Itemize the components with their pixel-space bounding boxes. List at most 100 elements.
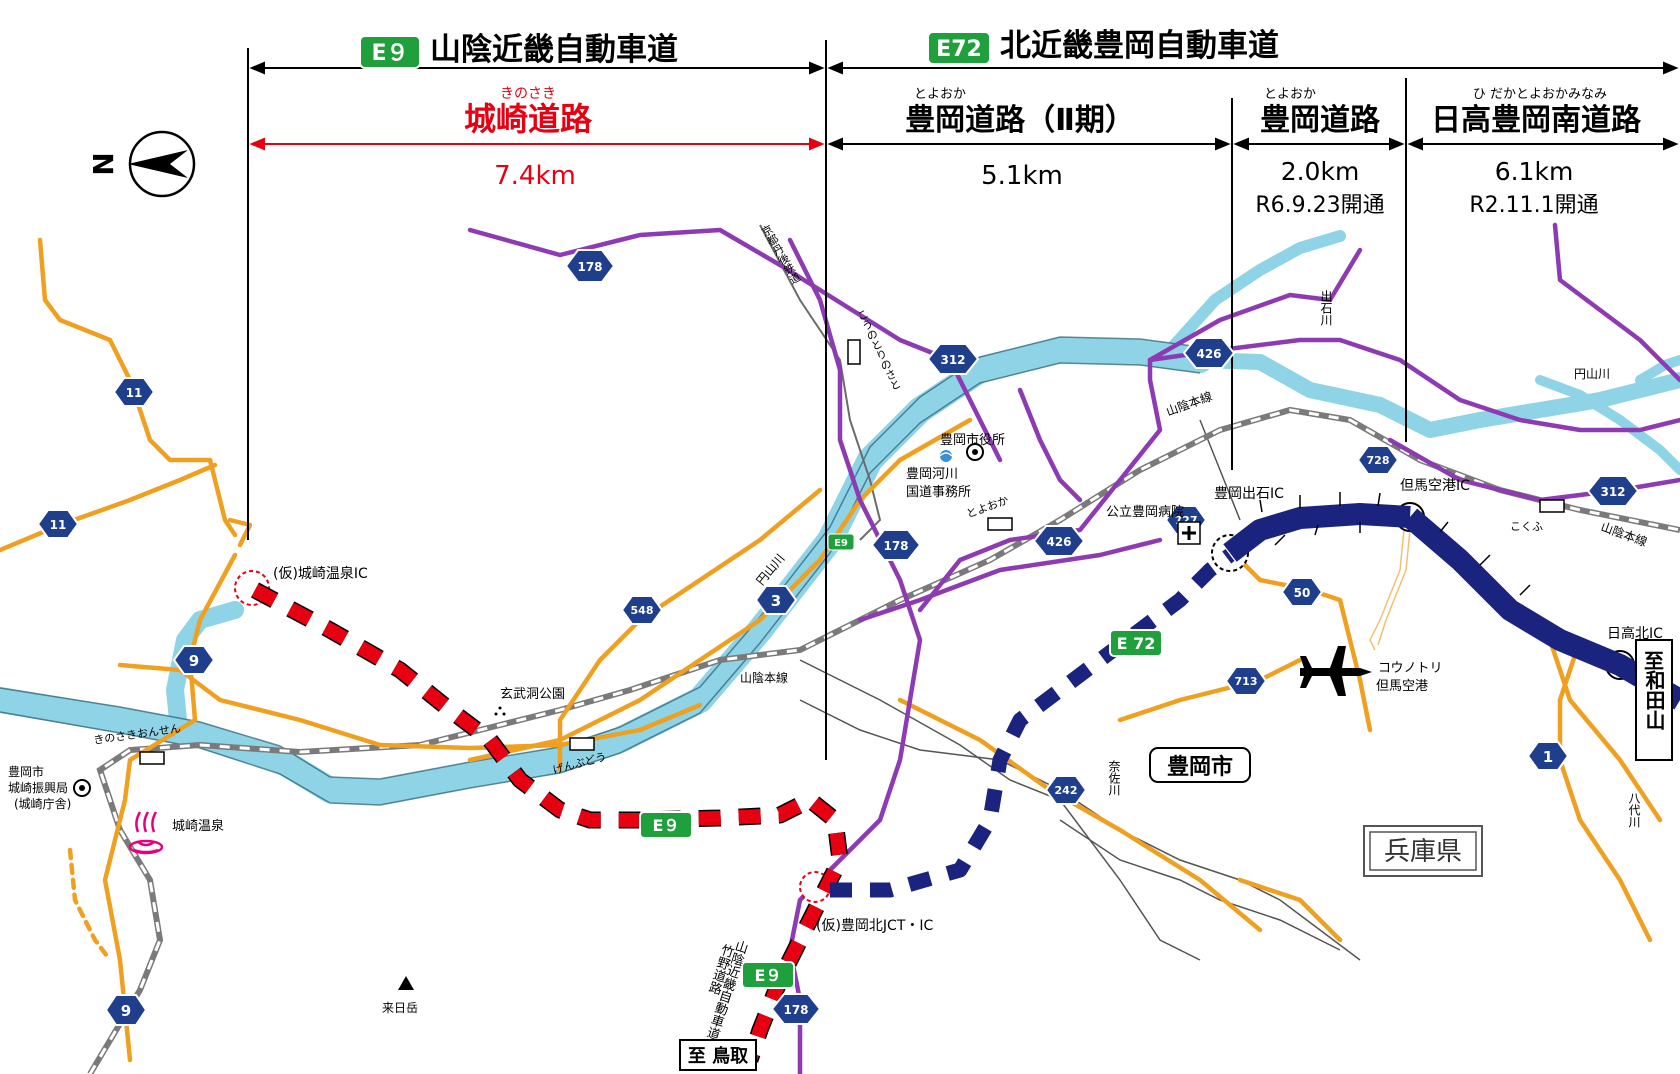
label-hidaka-kita-ic: 日高北IC <box>1607 625 1663 642</box>
rivers <box>0 230 1680 805</box>
section-hidaka-name: 日高豊岡南道路 <box>1431 103 1642 138</box>
road-r1 <box>1557 637 1653 943</box>
svg-text:9: 9 <box>189 652 199 670</box>
genbudo-icon <box>494 706 506 716</box>
label-kinosaki-office-1: 豊岡市 <box>8 764 44 779</box>
shield-1: 1 <box>1526 741 1570 771</box>
expressways <box>251 503 1680 1063</box>
label-kinosaki-onsen-ic: (仮)城崎温泉IC <box>273 565 368 582</box>
road-kinosaki-loop <box>117 662 703 751</box>
airport-road <box>1369 519 1412 651</box>
kinosaki-office-icon <box>73 779 91 797</box>
shield-178c: 178 <box>770 993 822 1025</box>
section-toyooka-length: 2.0km <box>1281 157 1360 186</box>
shield-9b: 9 <box>104 994 148 1026</box>
road-yashiro <box>1547 637 1663 823</box>
svg-text:312: 312 <box>940 353 965 367</box>
svg-text:178: 178 <box>577 260 602 274</box>
label-river-office-2: 国道事務所 <box>906 485 971 500</box>
section-toyooka-opened: R6.9.23開通 <box>1255 193 1384 218</box>
rail-sanin-base <box>87 406 1680 1074</box>
section-toyooka-ruby: とよおか <box>1264 87 1316 102</box>
svg-text:11: 11 <box>50 518 67 532</box>
header-e9-name: 山陰近畿自動車道 <box>430 32 678 68</box>
shield-11a: 11 <box>112 377 156 407</box>
expressway-toyooka-road <box>1223 503 1411 562</box>
river-maruyama-sea <box>0 337 1213 805</box>
road-548 <box>557 487 823 773</box>
shield-426a: 426 <box>1182 337 1236 369</box>
label-rail-sanin-1: 山陰本線 <box>740 670 788 685</box>
svg-text:豊岡市: 豊岡市 <box>1167 754 1233 780</box>
svg-text:713: 713 <box>1235 675 1258 688</box>
label-kinosaki-office-3: (城崎庁舎) <box>14 797 71 811</box>
shield-178b: 178 <box>870 529 922 561</box>
svg-text:178: 178 <box>783 1003 808 1017</box>
river-office-icon <box>939 450 953 462</box>
svg-text:E９: E９ <box>653 816 680 835</box>
expressway-ticks <box>1259 492 1531 596</box>
label-kurumi-peak: 来日岳 <box>382 1001 418 1015</box>
section-toyooka2-name: 豊岡道路（Ⅱ期） <box>905 103 1135 138</box>
shield-9a: 9 <box>172 645 216 675</box>
shield-548: 548 <box>620 595 664 625</box>
e-shields: E９ E９ E9 E 72 <box>639 533 1163 989</box>
shield-312b: 312 <box>1586 475 1640 507</box>
svg-text:728: 728 <box>1367 454 1390 467</box>
svg-text:N: N <box>87 152 120 175</box>
road-south-pref <box>1237 877 1343 943</box>
section-kinosaki-name: 城崎道路 <box>464 100 593 138</box>
north-arrow-icon: N <box>87 130 196 198</box>
road-50 <box>1217 537 1373 733</box>
rail-kyotango <box>759 224 882 541</box>
section-toyooka2-length: 5.1km <box>981 161 1063 191</box>
section-kinosaki-ruby: きのさき <box>500 86 556 102</box>
section-toyooka2-ruby: とよおか <box>914 87 966 102</box>
svg-text:50: 50 <box>1294 586 1311 600</box>
section-kinosaki-length: 7.4km <box>494 161 576 191</box>
svg-text:242: 242 <box>1055 784 1078 797</box>
header-dimension-lines <box>247 40 1679 760</box>
label-river-yashiro: 八代川 <box>1627 792 1641 828</box>
label-rail-sanin-2: 山陰本線 <box>1164 388 1214 419</box>
river-upper-maruyama <box>1192 352 1680 438</box>
svg-text:至: 至 <box>1644 649 1664 673</box>
shield-242: 242 <box>1044 775 1088 805</box>
label-river-nasa: 奈佐川 <box>1107 760 1121 796</box>
svg-text:9: 9 <box>121 1002 131 1020</box>
river-kinosaki-branch <box>166 601 244 749</box>
expressway-kinosaki-road <box>251 582 849 1063</box>
label-river-office-1: 豊岡河川 <box>906 467 958 482</box>
road-713 <box>1117 657 1303 723</box>
route-178-north <box>467 227 823 293</box>
shield-3: 3 <box>754 585 798 615</box>
svg-text:和田山: 和田山 <box>1642 670 1666 730</box>
to-tottori-sign: 至 鳥取 <box>679 1039 757 1071</box>
header-e72-shield: E72 <box>927 31 991 65</box>
header-e72-name: 北近畿豊岡自動車道 <box>1000 28 1279 64</box>
road-3 <box>467 417 973 763</box>
route-east-north <box>1552 222 1680 383</box>
shield-e9-south: E９ <box>741 961 795 989</box>
road-242 <box>897 697 1263 933</box>
section-hidaka-opened: R2.11.1開通 <box>1469 193 1598 218</box>
kinosaki-dimension-line <box>249 137 825 151</box>
label-river-maruyama-2: 円山川 <box>1574 367 1610 381</box>
label-kinosaki-onsen: 城崎温泉 <box>172 818 224 834</box>
route-178-mid <box>787 237 923 1074</box>
toyooka-city-label: 豊岡市 <box>1149 747 1251 783</box>
river-maruyama-side <box>1535 375 1680 475</box>
expressway-toyooka-2 <box>830 549 1235 898</box>
shield-178a: 178 <box>564 249 616 283</box>
svg-text:312: 312 <box>1600 485 1625 499</box>
shield-11b: 11 <box>36 509 80 539</box>
header-e9-shield: E９ <box>359 35 421 69</box>
section-hidaka-ruby: ひ だかとよおかみなみ <box>1473 87 1607 102</box>
label-rail-kounotori: こうのとりのさと <box>854 307 903 392</box>
label-airport-2: 但馬空港 <box>1376 679 1428 694</box>
label-city-hall: 豊岡市役所 <box>940 432 1005 448</box>
route-426-west <box>857 537 1163 623</box>
expressway-hidaka <box>1402 508 1680 710</box>
label-tajima-airport-ic: 但馬空港IC <box>1400 478 1470 494</box>
